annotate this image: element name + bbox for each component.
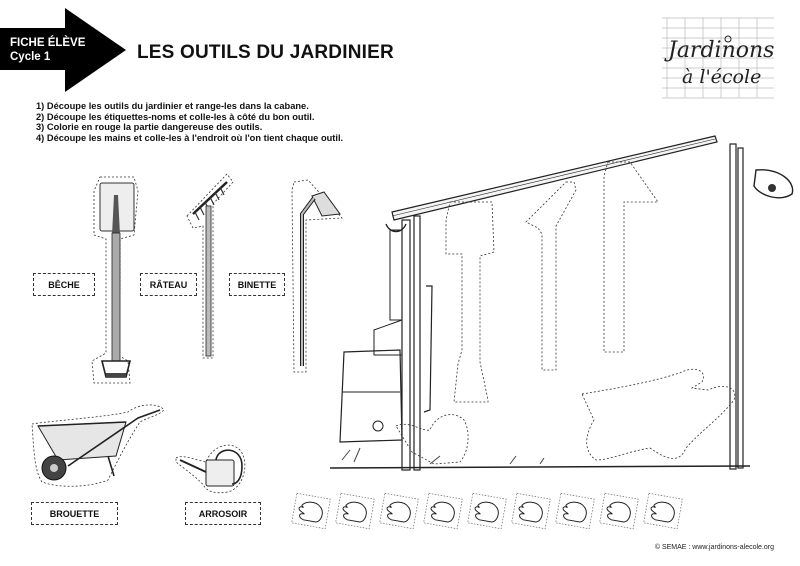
shed-illustration: [329, 135, 794, 471]
hand-icon[interactable]: [335, 492, 375, 530]
hand-icon[interactable]: [291, 492, 331, 530]
label-rateau[interactable]: RÂTEAU: [140, 273, 197, 296]
grid-paper-icon: [662, 17, 774, 99]
instruction-item: 1) Découpe les outils du jardinier et ra…: [36, 101, 309, 111]
badge-line2: Cycle 1: [10, 51, 51, 63]
sheet-type-badge: FICHE ÉLÈVE Cycle 1: [10, 36, 85, 64]
instructions-list: 1) Découpe les outils du jardinier et ra…: [36, 101, 343, 143]
label-beche[interactable]: BÊCHE: [33, 273, 95, 296]
instruction-item: 2) Découpe les étiquettes-noms et colle-…: [36, 111, 315, 122]
watering-can-icon[interactable]: [172, 440, 252, 500]
spade-icon[interactable]: [91, 175, 142, 385]
hoe-icon[interactable]: [290, 179, 350, 380]
label-brouette[interactable]: BROUETTE: [31, 502, 118, 525]
hand-icon[interactable]: [511, 492, 551, 530]
label-arrosoir[interactable]: ARROSOIR: [185, 502, 261, 525]
hand-icon[interactable]: [379, 492, 419, 530]
badge-line1: FICHE ÉLÈVE: [10, 37, 86, 49]
hand-icon[interactable]: [643, 492, 683, 530]
rake-icon[interactable]: [185, 168, 235, 368]
hand-icon[interactable]: [423, 492, 463, 530]
instruction-item: 4) Découpe les mains et colle-les à l'en…: [36, 132, 344, 143]
hand-icon[interactable]: [467, 492, 507, 530]
logo-line2: à l'école: [682, 66, 762, 88]
logo-line1: Jardinons: [668, 38, 775, 63]
label-binette[interactable]: BINETTE: [229, 273, 285, 296]
hand-icon[interactable]: [599, 492, 639, 530]
wheelbarrow-icon[interactable]: [28, 400, 168, 490]
page-title: LES OUTILS DU JARDINIER: [137, 42, 394, 63]
jardinons-logo: Jardinons à l'école: [662, 17, 775, 99]
header-arrow: [0, 8, 126, 92]
copyright-footer: © SEMAE : www.jardinons-alecole.org: [654, 544, 774, 551]
instruction-item: 3) Colorie en rouge la partie dangereuse…: [36, 122, 263, 133]
hand-icon[interactable]: [555, 492, 595, 530]
